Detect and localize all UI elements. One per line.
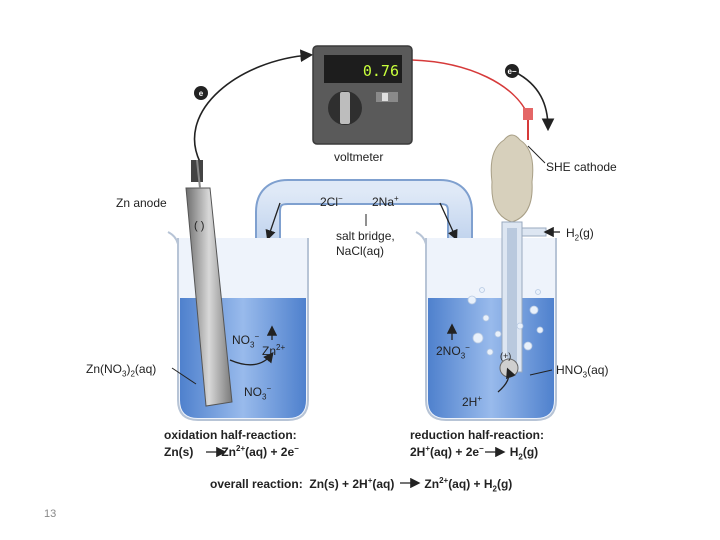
- zn-anode: [185, 159, 233, 407]
- overall-equation: overall reaction: Zn(s) + 2H+(aq)Zn2+(aq…: [210, 476, 513, 494]
- oxidation-title: oxidation half-reaction:: [164, 428, 297, 442]
- ion-2h-right: 2H+: [462, 394, 483, 409]
- she-electrode-mark: (+): [500, 351, 512, 361]
- oxidation-equation: Zn(s)Zn2+(aq) + 2e−: [164, 444, 299, 459]
- right-beaker: [415, 231, 557, 421]
- zn-anode-label: Zn anode: [116, 196, 167, 210]
- wire-right-red: [411, 59, 529, 116]
- ion-no3-left-top: NO3−: [232, 332, 260, 350]
- hno3-label: HNO3(aq): [556, 363, 609, 380]
- ion-zn2-left: Zn2+: [262, 343, 286, 358]
- voltmeter-label: voltmeter: [334, 150, 384, 164]
- voltmeter: [312, 45, 413, 145]
- salt-bridge-solution-label: NaCl(aq): [336, 244, 385, 258]
- electron-marker-right: e−: [505, 64, 519, 78]
- she-cathode-label: SHE cathode: [546, 160, 617, 174]
- wire-left: [193, 49, 314, 163]
- page-number: 13: [44, 508, 57, 520]
- left-beaker: [167, 231, 309, 421]
- electron-path-right: [514, 71, 555, 132]
- h2-gas-label: H2(g): [566, 226, 594, 243]
- voltmeter-reading: 0.76: [362, 62, 399, 80]
- salt-bridge-label: salt bridge,: [336, 229, 395, 243]
- electron-marker-left: e: [194, 86, 208, 100]
- bridge-na-label: 2Na+: [372, 194, 399, 209]
- ion-2no3-right: 2NO3−: [436, 343, 470, 361]
- zn-electrode-mark: ( ): [194, 220, 205, 232]
- bridge-cl-label: 2Cl−: [320, 194, 343, 209]
- reduction-equation: 2H+(aq) + 2e−H2(g): [410, 444, 539, 462]
- zn-nitrate-label: Zn(NO3)2(aq): [86, 362, 157, 379]
- ion-no3-left-bottom: NO3−: [244, 384, 272, 402]
- reduction-title: reduction half-reaction:: [410, 428, 545, 442]
- hydrogen-bubbles: [467, 287, 544, 356]
